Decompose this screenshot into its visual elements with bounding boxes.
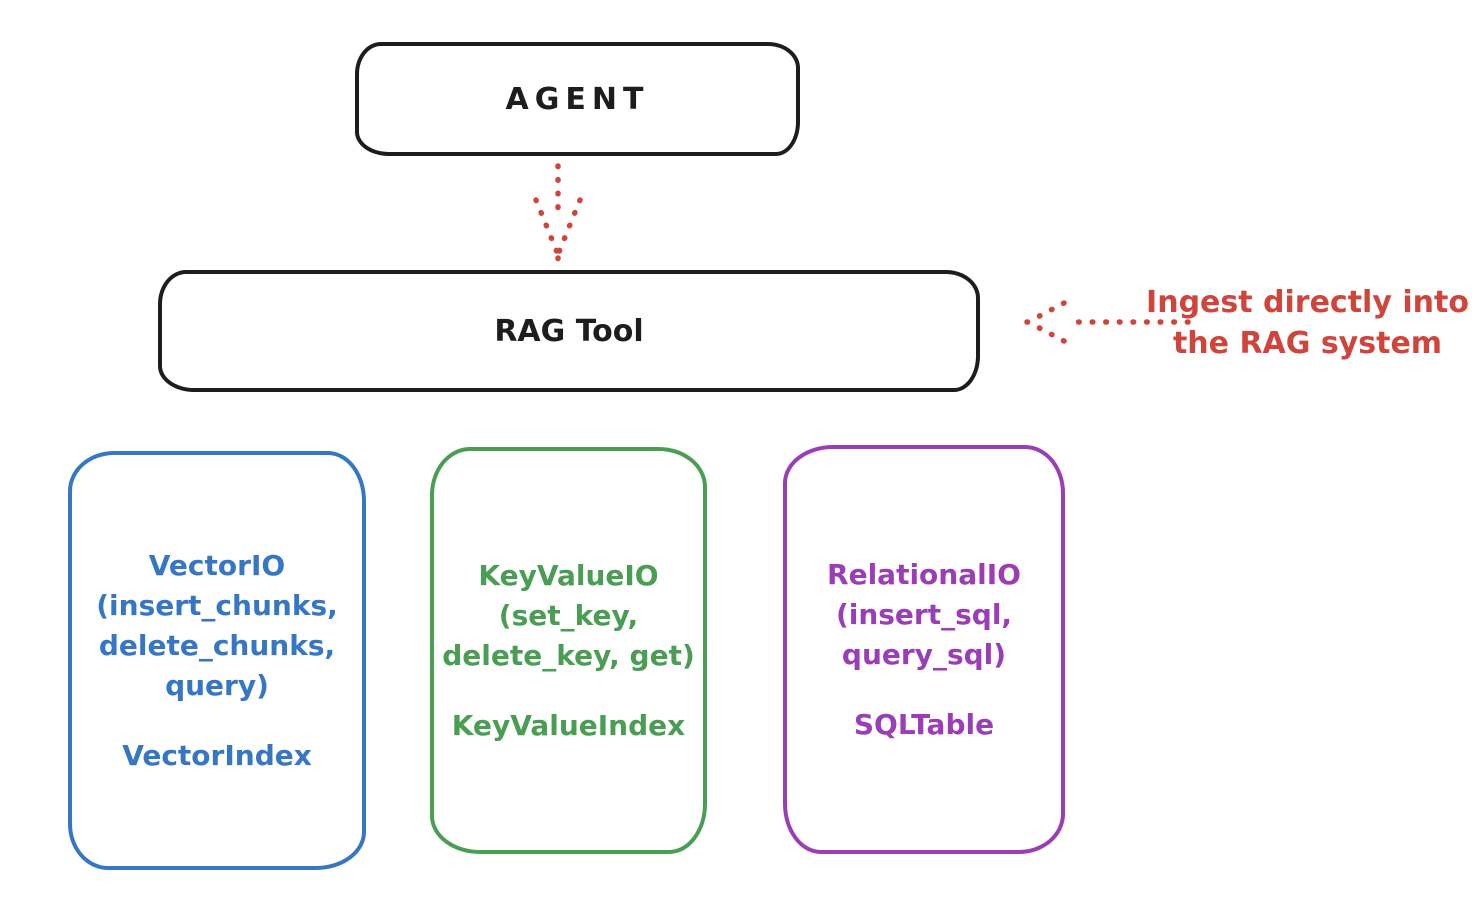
node-relational-io: RelationalIO (insert_sql, query_sql) SQL… <box>783 445 1065 854</box>
annotation-line: Ingest directly into <box>1146 285 1469 320</box>
text-line: VectorIndex <box>122 738 312 772</box>
text-line: delete_key, get) <box>442 638 695 672</box>
text-line: (set_key, <box>498 598 639 632</box>
text-line: VectorIO <box>148 548 286 582</box>
text-line: query) <box>165 668 269 702</box>
node-vector-io: VectorIO (insert_chunks, delete_chunks, … <box>68 451 366 870</box>
text-line: SQLTable <box>853 707 995 741</box>
annotation-line: the RAG system <box>1172 326 1443 361</box>
text-line: query_sql) <box>841 637 1007 671</box>
rag-tool-label: RAG Tool <box>494 313 644 349</box>
ingest-annotation: Ingest directly into the RAG system <box>1140 282 1475 364</box>
node-key-value-io: KeyValueIO (set_key, delete_key, get) Ke… <box>430 447 707 854</box>
node-agent: AGENT <box>355 42 800 156</box>
text-line: delete_chunks, <box>98 628 336 662</box>
agent-label: AGENT <box>505 81 650 117</box>
text-line: KeyValueIndex <box>451 708 686 742</box>
dotted-arrow-left-icon <box>1024 300 1191 344</box>
text-line: RelationalIO <box>827 557 1021 591</box>
node-rag-tool: RAG Tool <box>158 270 980 392</box>
text-line: KeyValueIO <box>478 558 659 592</box>
text-line: (insert_sql, <box>835 597 1013 631</box>
dotted-arrow-down-icon <box>533 163 583 262</box>
text-line: (insert_chunks, <box>96 588 338 622</box>
